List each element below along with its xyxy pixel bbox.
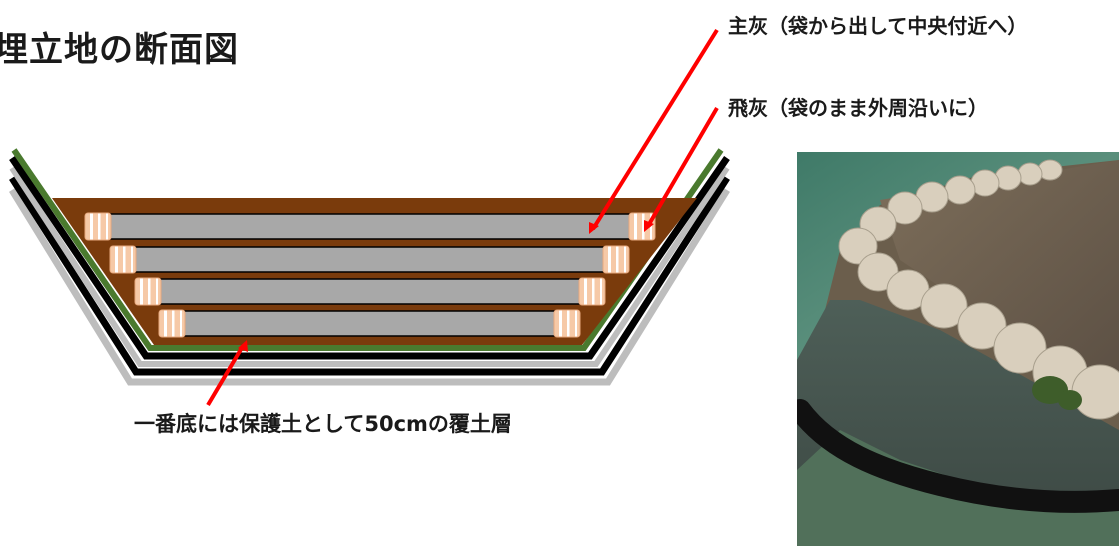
outer-gray-liner	[9, 188, 730, 386]
bottom-layer-label: 一番底には保護土として50cmの覆土層	[134, 412, 512, 436]
black-liner-2	[9, 176, 730, 376]
bag-icon	[578, 277, 606, 306]
pointer-arrows	[206, 28, 719, 407]
bag-icon	[84, 212, 112, 241]
page-title: 埋立地の断面図	[0, 30, 239, 70]
bag-icon	[158, 309, 186, 338]
bag-icon	[628, 212, 656, 241]
gray-liner	[9, 166, 730, 367]
fly-ash-bags	[84, 212, 656, 338]
bag-icon	[553, 309, 581, 338]
ash-layer-1	[103, 213, 637, 240]
fly-ash-arrowhead-icon	[644, 220, 654, 232]
main-ash-label: 主灰（袋から出して中央付近へ）	[728, 14, 1028, 38]
liner-layers	[9, 148, 730, 386]
fly-ash-arrow	[646, 106, 719, 228]
bottom-layer-arrow	[206, 344, 245, 407]
bag-icon	[134, 277, 162, 306]
bag-icon	[109, 245, 137, 274]
main-ash-arrow	[591, 28, 719, 231]
black-liner-1	[9, 156, 730, 360]
landfill-photo	[797, 152, 1119, 546]
ash-layer-2	[127, 246, 611, 273]
bag-icon	[602, 245, 630, 274]
fly-ash-label: 飛灰（袋のまま外周沿いに）	[728, 96, 988, 120]
bottom-layer-arrowhead-icon	[238, 340, 248, 352]
main-ash-arrowhead-icon	[589, 222, 599, 234]
ash-layer-3	[152, 278, 586, 305]
ash-layer-4	[177, 310, 561, 337]
